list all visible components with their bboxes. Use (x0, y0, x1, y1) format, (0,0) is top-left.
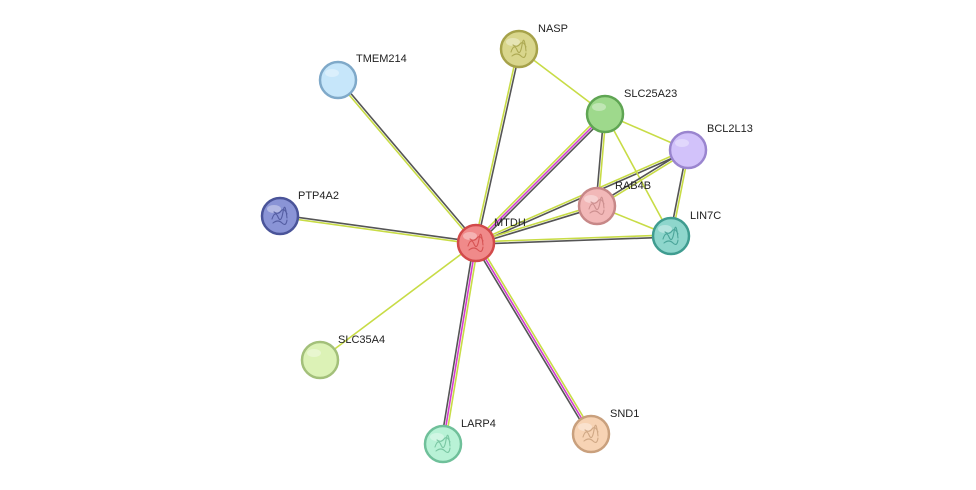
node-lin7c[interactable]: LIN7C (651, 210, 721, 256)
edge-strand-magenta (475, 242, 592, 435)
edge-strand-yellow (477, 241, 594, 434)
node-circle[interactable] (300, 340, 340, 380)
node-circle[interactable] (318, 60, 358, 100)
protein-structure-icon (271, 206, 288, 225)
node-highlight (307, 349, 321, 357)
edge-strand-dark (476, 114, 608, 246)
edge-strand-yellow (474, 47, 519, 244)
node-larp4[interactable]: LARP4 (423, 418, 496, 464)
node-highlight (430, 433, 444, 441)
node-label: RAB4B (615, 180, 651, 192)
edge-strand-dark (440, 241, 475, 445)
node-highlight (506, 38, 520, 46)
node-label: PTP4A2 (298, 190, 339, 202)
edge-strand-yellow (319, 242, 477, 361)
edge-strand-dark (338, 78, 478, 244)
node-label: SLC25A23 (624, 88, 677, 100)
edge-mtdh-tmem214 (336, 78, 478, 245)
node-slc35a4[interactable]: SLC35A4 (300, 334, 385, 380)
edge-mtdh-larp4 (440, 241, 479, 446)
node-label: NASP (538, 23, 568, 35)
node-circle[interactable] (585, 94, 625, 134)
edge-strand-magenta (442, 242, 477, 445)
node-label: BCL2L13 (707, 123, 753, 135)
node-label: TMEM214 (356, 53, 407, 65)
node-label: SND1 (610, 408, 639, 420)
node-highlight (325, 69, 339, 77)
edge-strand-dark (475, 236, 672, 245)
node-highlight (463, 232, 477, 240)
node-highlight (675, 139, 689, 147)
node-circle[interactable] (456, 223, 496, 263)
edge-strand-magenta (475, 113, 606, 244)
protein-structure-icon (434, 434, 451, 453)
edge-mtdh-lin7c (475, 234, 672, 245)
edge-slc25a23-lin7c (604, 113, 672, 237)
node-circle[interactable] (423, 424, 463, 464)
edge-strand-yellow (279, 216, 477, 245)
node-label: LIN7C (690, 210, 721, 222)
edge-strand-yellow (604, 113, 672, 237)
node-bcl2l13[interactable]: BCL2L13 (668, 123, 753, 170)
node-circle[interactable] (571, 414, 611, 454)
node-mtdh[interactable]: MTDH (456, 217, 526, 263)
node-circle[interactable] (499, 29, 539, 69)
node-circle[interactable] (651, 216, 691, 256)
node-circle[interactable] (668, 130, 708, 170)
node-label: SLC35A4 (338, 334, 385, 346)
edge-strand-dark (473, 243, 590, 436)
edge-strand-yellow (444, 242, 479, 446)
edge-mtdh-slc25a23 (473, 111, 608, 246)
protein-structure-icon (510, 39, 527, 58)
edge-strand-dark (475, 206, 599, 245)
node-highlight (658, 225, 672, 233)
protein-structure-icon (662, 226, 679, 245)
node-rab4b[interactable]: RAB4B (577, 180, 651, 226)
node-highlight (584, 195, 598, 203)
node-slc25a23[interactable]: SLC25A23 (585, 88, 677, 134)
node-nasp[interactable]: NASP (499, 23, 568, 69)
node-circle[interactable] (260, 196, 300, 236)
node-circle[interactable] (577, 186, 617, 226)
edge-strand-yellow (475, 234, 672, 243)
edge-mtdh-ptp4a2 (279, 214, 477, 245)
edge-strand-yellow (474, 204, 598, 243)
protein-structure-icon (467, 233, 484, 252)
node-highlight (578, 423, 592, 431)
edge-mtdh-slc35a4 (319, 242, 477, 361)
edge-mtdh-snd1 (473, 241, 594, 436)
node-label: LARP4 (461, 418, 496, 430)
edge-strand-yellow (336, 79, 476, 245)
protein-structure-icon (582, 424, 599, 443)
edge-strand-yellow (473, 111, 605, 243)
edge-mtdh-nasp (474, 47, 521, 245)
node-tmem214[interactable]: TMEM214 (318, 53, 407, 100)
node-ptp4a2[interactable]: PTP4A2 (260, 190, 339, 236)
edge-strand-dark (279, 214, 477, 243)
edge-mtdh-rab4b (474, 204, 599, 245)
node-snd1[interactable]: SND1 (571, 408, 639, 454)
node-highlight (592, 103, 606, 111)
node-label: MTDH (494, 217, 526, 229)
node-highlight (267, 205, 281, 213)
protein-structure-icon (588, 196, 605, 215)
edge-strand-dark (476, 48, 521, 245)
